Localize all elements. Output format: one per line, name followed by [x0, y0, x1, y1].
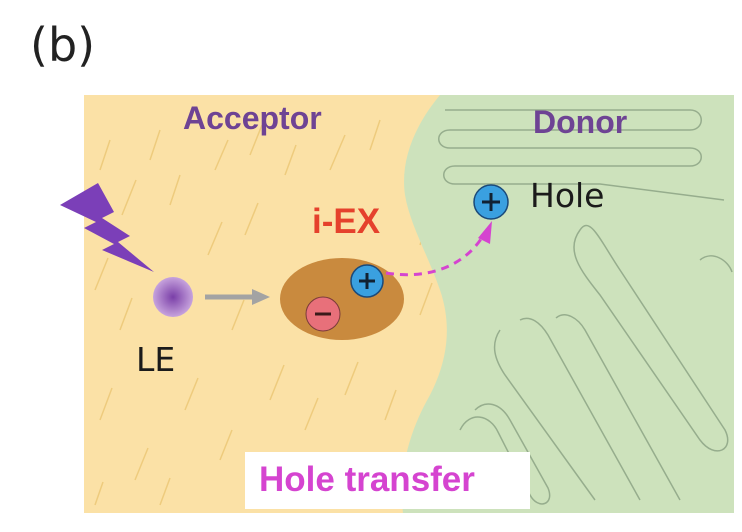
dashed-transfer-arrow-icon	[385, 221, 492, 277]
acceptor-label: Acceptor	[183, 100, 322, 136]
hole-transfer-label: Hole transfer	[259, 460, 475, 499]
le-particle	[153, 277, 193, 317]
hole-charge-icon	[473, 184, 509, 220]
iex-label: i-EX	[312, 202, 381, 241]
donor-polymer-strands	[438, 109, 733, 505]
positive-charge-icon	[350, 264, 384, 298]
le-label: LE	[136, 340, 176, 379]
negative-charge-icon	[305, 296, 341, 332]
hole-label: Hole	[530, 176, 605, 215]
lightning-icon	[60, 183, 154, 272]
donor-region	[401, 95, 734, 513]
gray-arrow-icon	[205, 289, 270, 305]
exciton-ellipse	[280, 258, 404, 340]
figure-label: (b)	[30, 18, 96, 72]
hole-transfer-box	[245, 452, 530, 509]
acceptor-texture	[94, 119, 433, 506]
donor-label: Donor	[533, 104, 628, 140]
